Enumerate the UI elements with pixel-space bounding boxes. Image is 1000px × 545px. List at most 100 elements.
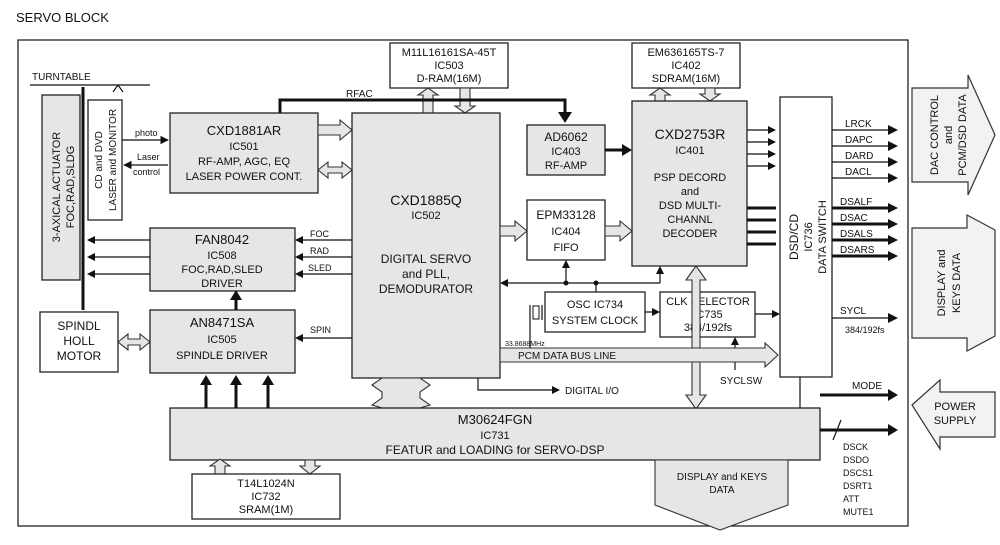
an8471sa-block [149,309,296,374]
sdram-part: EM636165TS-7 [647,47,724,59]
outer-frame [17,39,909,527]
clk-selector-desc: 384/192fs [684,322,733,334]
sdram-ic: IC402 [671,60,700,72]
display-keys-arrow: DISPLAY and KEYS DATA [911,213,996,353]
laser-line2: LASER and MONITOR [108,109,119,211]
actuator-block [41,94,81,281]
spindle-line1: SPINDL [57,319,101,333]
dsd-switch-block [779,96,833,378]
sram-part: T14L1024N [237,478,295,490]
display-keys-data-arrow [654,459,789,531]
ad6062-part: AD6062 [544,130,588,144]
fan8042-desc1: FOC,RAD,SLED [181,264,262,276]
ad6062-desc: RF-AMP [545,160,587,172]
dram-ic: IC503 [434,60,463,72]
spindle-line3: MOTOR [57,349,102,363]
osc-part: OSC IC734 [567,299,623,311]
sram-ic: IC732 [251,491,280,503]
dac-control-label: DAC CONTROL [929,95,941,175]
m30624fgn-block [169,407,821,461]
laser-signal-label: Laser [137,152,160,162]
digital-io-label: DIGITAL I/O [565,386,619,397]
fan8042-block [149,227,296,292]
ad6062-ic: IC403 [551,146,580,158]
supply-label: SUPPLY [934,415,977,427]
fan8042-part: FAN8042 [195,232,249,247]
crystal-icon [529,305,543,320]
osc-block [544,291,646,333]
cxd1881ar-ic: IC501 [229,141,258,153]
cxd1881ar-desc2: LASER POWER CONT. [186,171,303,183]
clk-selector-ic: IC735 [693,309,722,321]
pcm-dsd-data-label: PCM/DSD DATA [957,94,969,176]
fifo-out-arrow [604,219,633,243]
fs-label: 384/192fs [845,325,885,335]
dsd-switch-ic: IC736 [803,222,815,251]
sdram-down-arrow [698,87,722,102]
actuator-line2: FOC,RAD,SLDG [65,146,77,229]
sram-desc: SRAM(1M) [239,504,293,516]
control-bus-arrow [317,160,353,180]
cxd1885q-desc3: DEMODURATOR [379,282,474,296]
output-dscs1: DSCS1 [843,468,873,478]
laser-line1: CD and DVD [94,131,105,189]
epm33128-desc: FIFO [553,242,578,254]
output-dsars: DSARS [840,245,875,256]
output-dsck: DSCK [843,442,868,452]
dsd-switch-part: DSD/CD [787,214,801,260]
freq-label: 33.8688MHz [505,341,545,348]
dac-control-arrow: DAC CONTROL and PCM/DSD DATA [911,74,996,196]
cxd1881ar-block [169,112,319,194]
spindle-bus-arrow [117,332,151,352]
power-supply-arrow: POWER SUPPLY [911,378,996,452]
osc-desc: SYSTEM CLOCK [552,315,639,327]
decoder-to-switch-arrows [747,126,776,246]
cxd2753r-desc2: and [681,186,699,198]
epm33128-block [526,199,606,261]
diagram-title: SERVO BLOCK [16,10,109,25]
cxd1885q-part: CXD1885Q [390,192,462,208]
output-mute1: MUTE1 [843,507,874,517]
m30624fgn-part: M30624FGN [458,412,532,427]
cxd1881ar-part: CXD1881AR [207,123,281,138]
spin-label: SPIN [310,325,331,335]
an8471sa-part: AN8471SA [190,315,255,330]
pcm-bus-label: PCM DATA BUS LINE [518,351,616,362]
output-dsrt1: DSRT1 [843,481,872,491]
cxd1885q-ic: IC502 [411,210,440,222]
m30624fgn-ic: IC731 [480,430,509,442]
cxd2753r-desc4: CHANNL [667,214,712,226]
output-dsdo: DSDO [843,455,869,465]
actuator-line1: 3-AXICAL ACTUATOR [51,132,63,242]
dram-part: M11L16161SA-45T [402,47,497,59]
an8471sa-desc: SPINDLE DRIVER [176,350,268,362]
dram-desc: D-RAM(16M) [417,73,482,85]
dram-block [389,42,509,89]
epm33128-part: EPM33128 [536,208,596,222]
turntable-label: TURNTABLE [32,72,91,83]
display-and-label: DISPLAY and [936,250,948,317]
control-signal-label: control [133,167,160,177]
sram-up-arrow [208,458,232,475]
cxd1885q-desc1: DIGITAL SERVO [381,252,471,266]
power-label: POWER [934,401,976,413]
output-dapc: DAPC [845,135,873,146]
sram-block [191,473,341,520]
foc-label: FOC [310,229,329,239]
rfac-label: RFAC [346,89,373,100]
fifo-in-arrow [499,219,528,243]
output-lines [832,125,898,323]
epm33128-ic: IC404 [551,226,580,238]
laser-block [87,99,123,221]
syclsw-label: SYCLSW [720,376,763,387]
sled-label: SLED [308,263,332,273]
cpu-servo-bus-arrow [370,377,432,409]
output-dsac: DSAC [840,213,868,224]
m30624fgn-desc: FEATUR and LOADING for SERVO-DSP [386,443,605,457]
sdram-up-arrow [648,87,672,102]
sram-down-arrow [298,459,322,475]
cxd2753r-desc5: DECODER [662,228,717,240]
cxd1881ar-desc1: RF-AMP, AGC, EQ [198,156,291,168]
display-keys-line2: DATA [709,485,735,496]
